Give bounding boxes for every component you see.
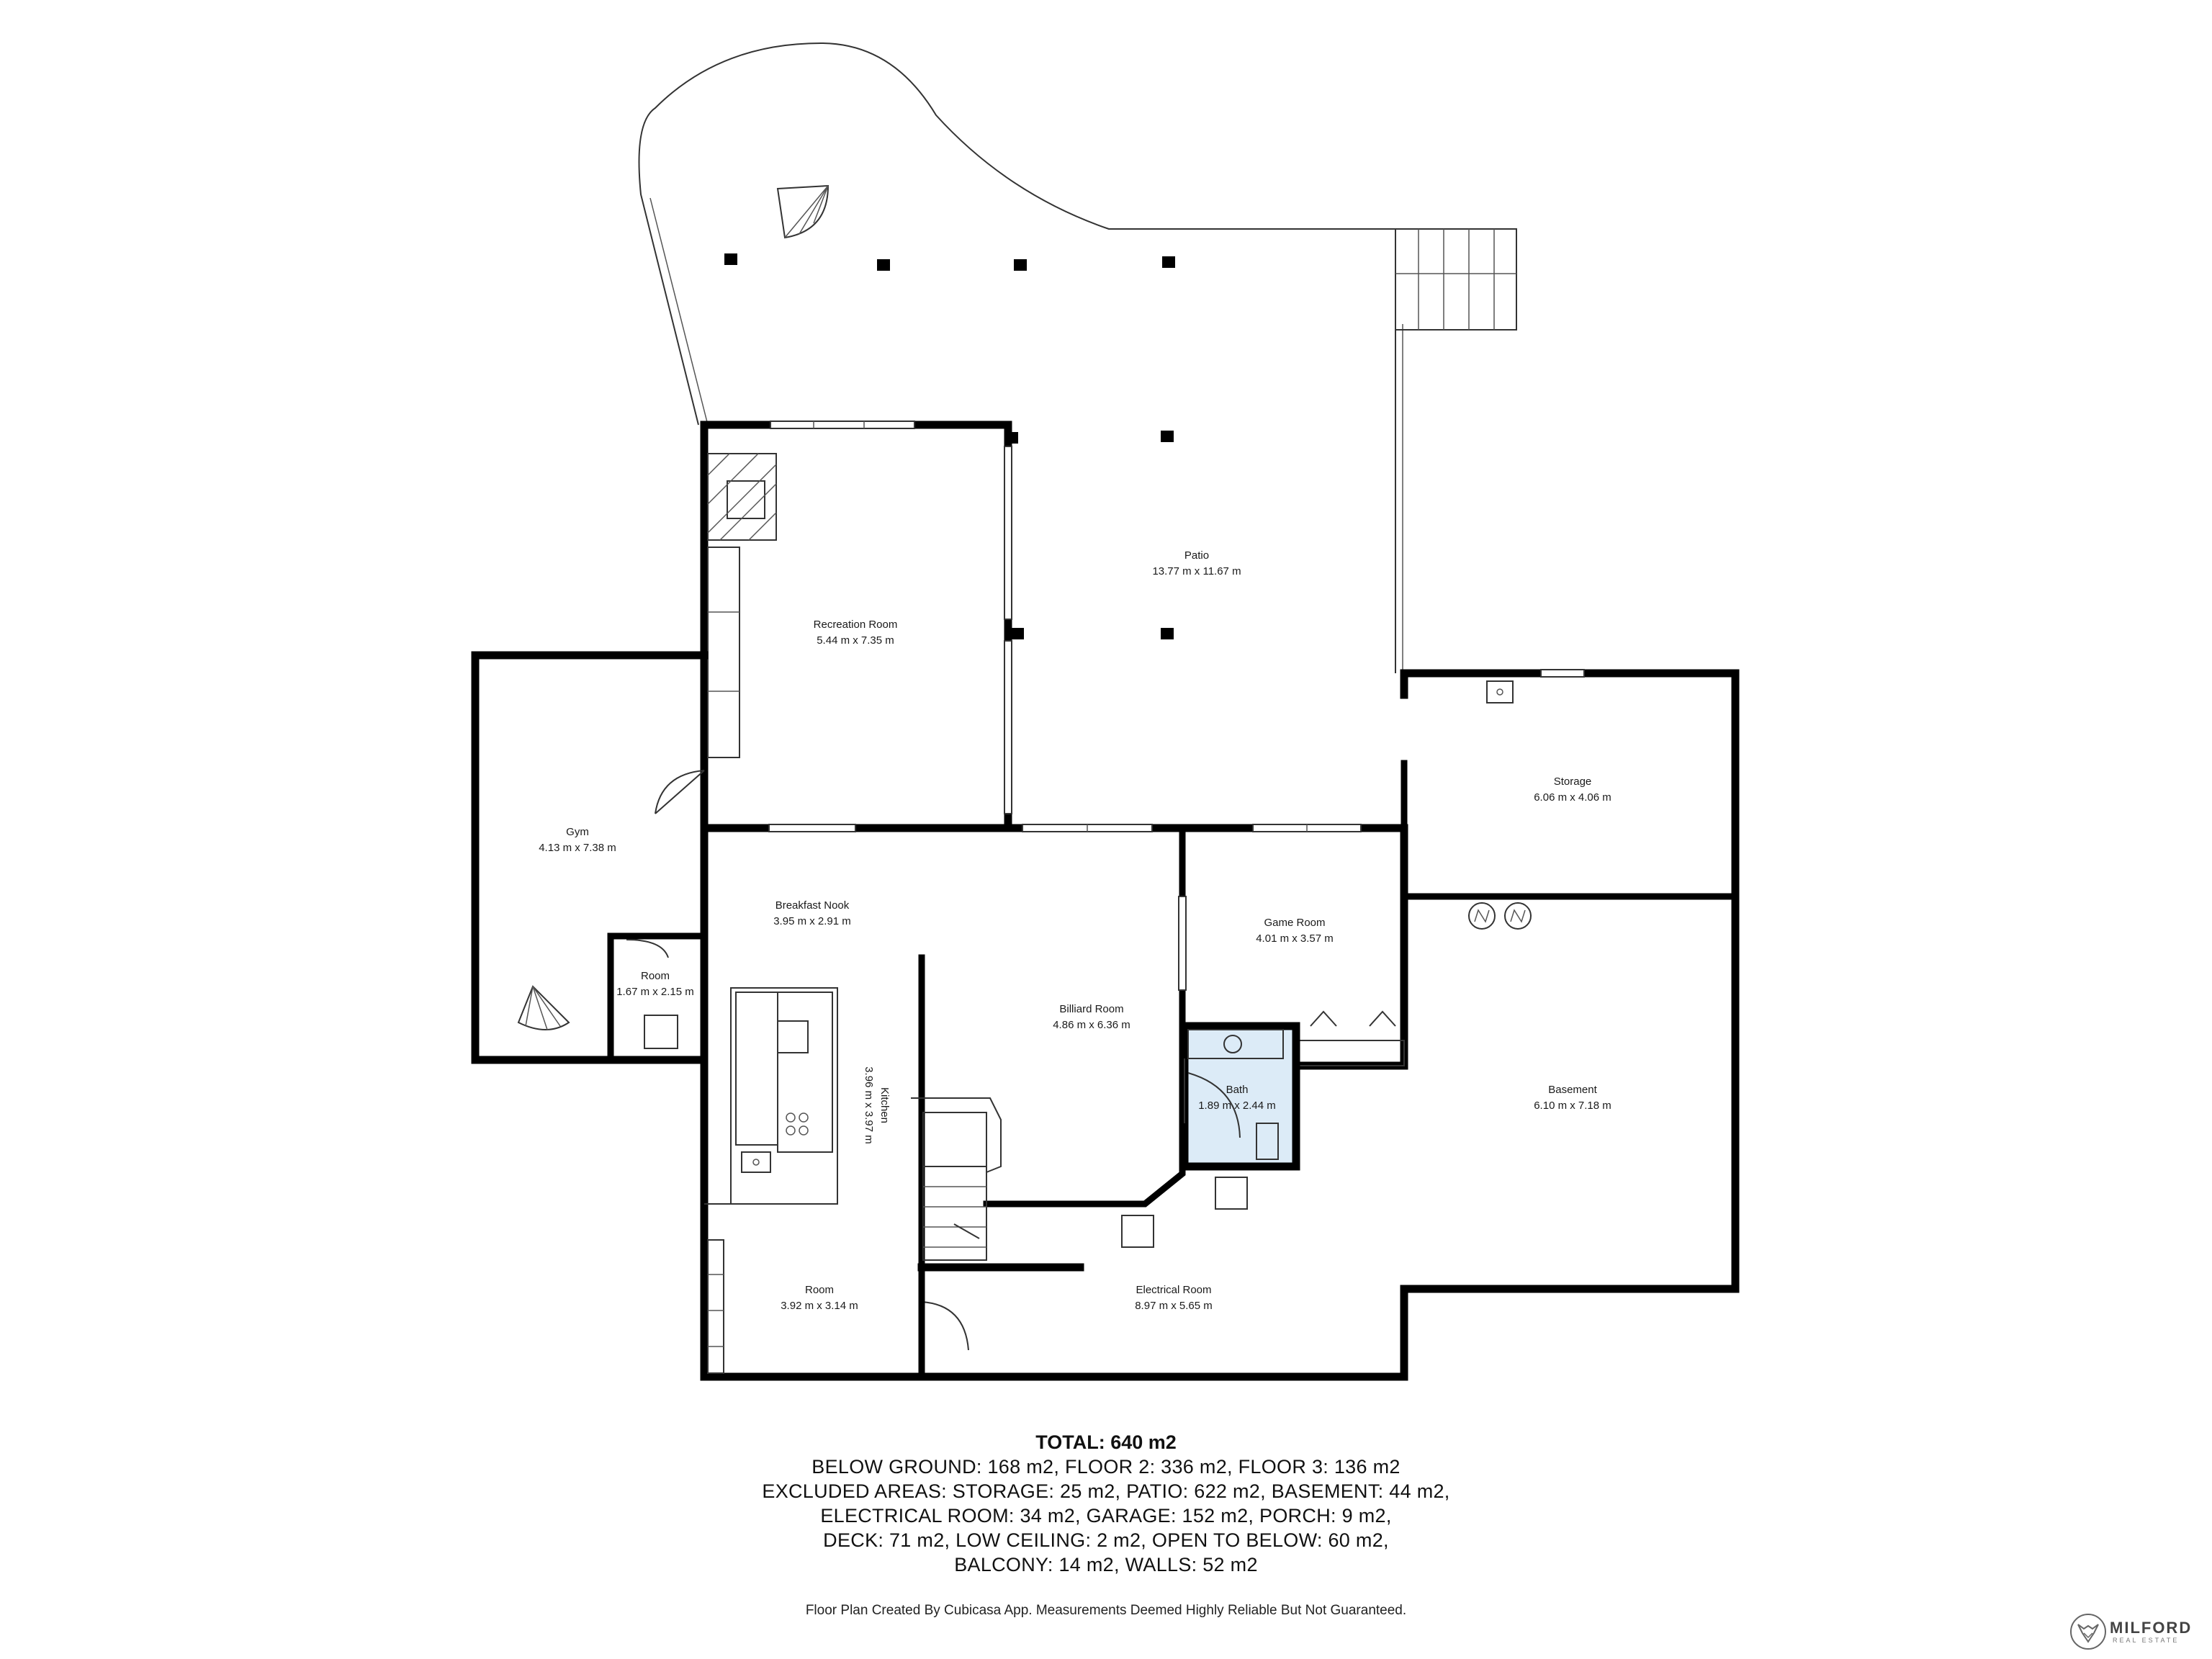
recreation-room-walls [700,421,1018,832]
gym-label: Gym [566,826,589,838]
patio-dims: 13.77 m x 11.67 m [1152,565,1241,577]
gym-spiral-stair [517,985,570,1030]
interior-stairs [911,1097,1002,1261]
basement-label: Basement [1548,1084,1597,1096]
bath-dims: 1.89 m x 2.44 m [1198,1100,1276,1112]
billiard-walls [918,824,1408,1208]
small-room-dims: 1.67 m x 2.15 m [616,986,694,998]
built-in-shelves [707,547,740,758]
electrical-dims: 8.97 m x 5.65 m [1135,1300,1213,1312]
basement-walls [1468,892,1740,1293]
bath [1180,1022,1300,1171]
summary-line-1: BELOW GROUND: 168 m2, FLOOR 2: 336 m2, F… [811,1456,1401,1478]
game-label: Game Room [1264,917,1325,929]
west-wing-walls [700,824,1012,1381]
logo-subtitle: REAL ESTATE [2113,1637,2180,1644]
room-dims: 3.92 m x 3.14 m [781,1300,858,1312]
room-label: Room [805,1284,834,1296]
spiral-stair-patio [776,184,830,239]
patio-stairs [1395,228,1517,331]
recreation-label: Recreation Room [814,619,898,631]
patio-posts [724,253,1175,639]
patio-outline-inner [649,197,709,426]
total-area: TOTAL: 640 m2 [1035,1431,1177,1453]
summary-line-4: DECK: 71 m2, LOW CEILING: 2 m2, OPEN TO … [823,1529,1389,1551]
patio-label: Patio [1184,549,1209,562]
small-room-walls [607,932,708,1064]
small-room-label: Room [641,970,670,982]
kitchen-label: Kitchen [878,1087,891,1123]
milford-logo: MILFORD REAL ESTATE [2068,1611,2198,1652]
game-room-walls [1178,824,1408,1070]
gym-door [655,770,705,814]
gym-walls [471,651,709,1064]
breakfast-label: Breakfast Nook [775,899,850,912]
storage-label: Storage [1554,775,1592,788]
electrical-walls [917,1177,1740,1381]
basement-dims: 6.10 m x 7.18 m [1534,1100,1611,1112]
game-dims: 4.01 m x 3.57 m [1256,932,1334,945]
wolf-logo-icon [2070,1614,2106,1650]
summary-line-3: ELECTRICAL ROOM: 34 m2, GARAGE: 152 m2, … [820,1505,1392,1527]
room-door [921,1301,969,1354]
bath-label: Bath [1226,1084,1249,1096]
kitchen-dims: 3.96 m x 3.97 m [863,1066,875,1144]
recreation-dims: 5.44 m x 7.35 m [817,634,894,647]
billiard-dims: 4.86 m x 6.36 m [1053,1019,1130,1031]
logo-brand: MILFORD [2110,1619,2193,1637]
electrical-label: Electrical Room [1136,1284,1211,1296]
billiard-label: Billiard Room [1059,1003,1123,1015]
summary-line-2: EXCLUDED AREAS: STORAGE: 25 m2, PATIO: 6… [762,1480,1450,1502]
storage-walls [1400,669,1740,901]
summary-line-5: BALCONY: 14 m2, WALLS: 52 m2 [954,1554,1258,1575]
patio-outline [638,42,1396,673]
storage-dims: 6.06 m x 4.06 m [1534,791,1611,804]
fireplace [707,453,777,541]
gym-dims: 4.13 m x 7.38 m [539,842,616,854]
breakfast-dims: 3.95 m x 2.91 m [773,915,851,927]
disclaimer: Floor Plan Created By Cubicasa App. Meas… [805,1603,1407,1618]
kitchen-counters [704,987,838,1205]
room-shelves [707,1239,724,1374]
